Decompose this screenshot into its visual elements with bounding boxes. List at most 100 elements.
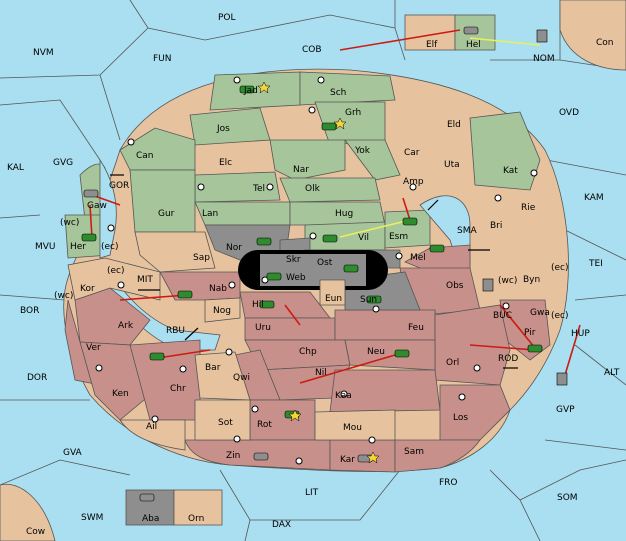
region-jos[interactable] <box>189 107 271 146</box>
label-ken: Ken <box>112 389 129 399</box>
label-fun: FUN <box>153 54 172 64</box>
label-bar: Bar <box>205 363 221 373</box>
label-kat: Kat <box>503 166 518 176</box>
unit-army[interactable] <box>527 344 543 353</box>
label-mit: MIT <box>137 275 153 285</box>
label-zin: Zin <box>226 451 240 461</box>
unit-fleet[interactable] <box>253 452 269 461</box>
label-can: Can <box>136 151 154 161</box>
label-sap: Sap <box>193 253 210 263</box>
order-arrows <box>89 29 581 384</box>
label-nil: Nil <box>315 368 327 378</box>
label-buc: BUC <box>493 311 512 321</box>
label-byn: Byn <box>523 275 540 285</box>
label-esm: Esm <box>389 232 408 242</box>
label-grh: Grh <box>345 108 361 118</box>
unit-army[interactable] <box>343 264 359 273</box>
label-con: Con <box>596 38 614 48</box>
label-dax: DAX <box>272 520 291 530</box>
unit-fleet[interactable] <box>536 29 548 43</box>
region-sch[interactable] <box>299 71 396 106</box>
label-hug: Hug <box>335 209 353 219</box>
label-lan: Lan <box>202 209 218 219</box>
unit-army[interactable] <box>259 300 275 309</box>
label-web: Web <box>286 273 306 283</box>
label-sam: Sam <box>404 447 424 457</box>
tan-regions <box>67 231 396 451</box>
region-esm[interactable] <box>384 209 431 249</box>
unit-army[interactable] <box>81 233 97 242</box>
unit-fleet[interactable] <box>463 26 479 35</box>
label-neu: Neu <box>367 347 385 357</box>
label-gvg: GVG <box>53 158 73 168</box>
label-kaa: Kaa <box>335 391 352 401</box>
label-fro: FRO <box>439 478 458 488</box>
label-cow: Cow <box>26 527 45 537</box>
region-sot[interactable] <box>194 399 251 441</box>
label-ver: Ver <box>86 343 101 353</box>
region-sap[interactable] <box>134 231 216 273</box>
label-rie: Rie <box>521 203 536 213</box>
label-mel: Mel <box>410 253 426 263</box>
unit-army[interactable] <box>394 349 410 358</box>
unit-fleet[interactable] <box>482 278 494 292</box>
label-rbu: RBU <box>166 326 185 336</box>
region-gur[interactable] <box>129 169 196 233</box>
unit-army[interactable] <box>256 237 272 246</box>
label-rod: ROD <box>498 354 518 364</box>
unit-fleet[interactable] <box>83 189 99 198</box>
region-eun[interactable] <box>319 279 346 306</box>
label-cob: COB <box>302 45 322 55</box>
unit-army[interactable] <box>322 234 338 243</box>
unit-fleet[interactable] <box>556 372 568 386</box>
label-hel: Hel <box>466 40 481 50</box>
unit-army[interactable] <box>177 290 193 299</box>
label-eun: Eun <box>325 294 342 304</box>
region-can[interactable] <box>119 127 196 171</box>
unit-army[interactable] <box>366 295 382 304</box>
label-aba: Aba <box>142 514 159 524</box>
label-orl: Orl <box>446 358 459 368</box>
region-ken[interactable] <box>79 341 151 421</box>
region-nog[interactable] <box>204 297 241 323</box>
label-buc-wc: (wc) <box>498 276 517 286</box>
region-los[interactable] <box>439 384 511 441</box>
region-ail[interactable] <box>119 419 186 451</box>
region-sam[interactable] <box>394 439 481 473</box>
label-jad: Jad <box>243 86 258 96</box>
label-sch: Sch <box>330 88 346 98</box>
label-bri: Bri <box>490 221 502 231</box>
unit-army[interactable] <box>266 272 282 281</box>
label-chp: Chp <box>299 347 317 357</box>
label-mvu: MVU <box>35 242 56 252</box>
label-ail: Ail <box>146 422 157 432</box>
label-jos: Jos <box>216 124 230 134</box>
label-kam: KAM <box>584 193 604 203</box>
unit-army[interactable] <box>149 352 165 361</box>
region-olk[interactable] <box>279 177 381 203</box>
label-elf: Elf <box>426 40 438 50</box>
region-yok[interactable] <box>344 139 401 181</box>
label-kor-ec: (ec) <box>107 266 125 276</box>
passage-arrows <box>110 174 518 369</box>
label-gur: Gur <box>158 209 175 219</box>
region-nar[interactable] <box>269 139 346 181</box>
region-ver[interactable] <box>64 299 101 386</box>
label-lit: LIT <box>305 488 319 498</box>
label-gaw-wc: (wc) <box>60 218 79 228</box>
unit-army[interactable] <box>239 85 255 94</box>
label-nom: NOM <box>533 54 555 64</box>
unit-army[interactable] <box>321 122 337 131</box>
unit-fleet[interactable] <box>139 493 155 502</box>
sea-labels: POL NVM FUN COB Con NOM OVD KAL GVG GOR … <box>7 13 620 537</box>
sea-gor[interactable] <box>99 158 117 259</box>
label-ovd: OVD <box>559 108 579 118</box>
label-byn-ec: (ec) <box>551 263 569 273</box>
region-orn[interactable] <box>173 489 223 526</box>
label-kal: KAL <box>7 163 24 173</box>
unit-army[interactable] <box>429 244 445 253</box>
label-uta: Uta <box>444 160 460 170</box>
label-kor: Kor <box>80 284 95 294</box>
region-mou[interactable] <box>314 409 396 441</box>
unit-army[interactable] <box>402 217 418 226</box>
